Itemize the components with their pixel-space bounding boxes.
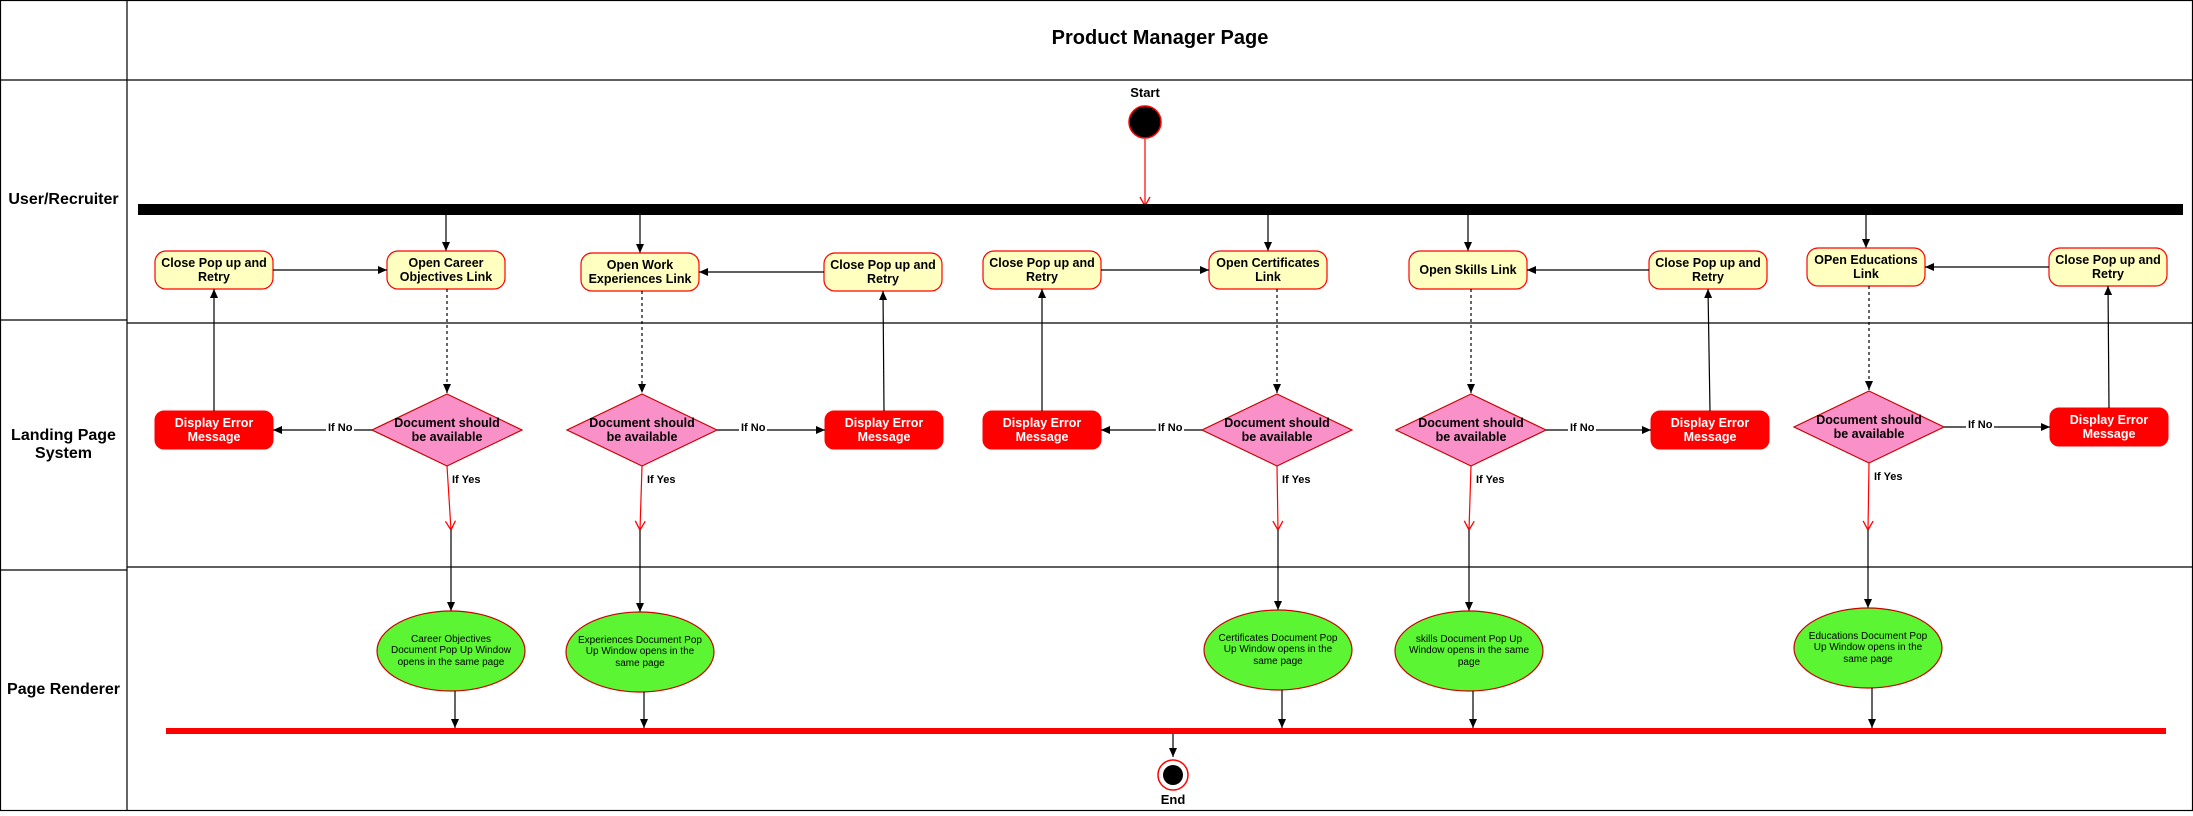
result-node xyxy=(1203,609,1353,691)
decision-label: Document should be available xyxy=(394,415,500,444)
open-link-label: Open Certificates Link xyxy=(1216,255,1320,284)
fork-bar xyxy=(138,204,2183,215)
guard-no-label: If No xyxy=(326,422,355,435)
open-link-label: OPen Educations Link xyxy=(1814,252,1918,281)
result-label: Experiences Document Pop Up Window opens… xyxy=(578,634,702,669)
page-title: Product Manager Page xyxy=(1051,27,1269,49)
decision-yes-arrow xyxy=(1862,462,1874,532)
error-label: Display Error Message xyxy=(844,415,924,444)
retry-label: Close Pop up and Retry xyxy=(1655,255,1761,284)
result-label: Certificates Document Pop Up Window open… xyxy=(1218,632,1338,667)
start-label: Start xyxy=(1130,85,1160,100)
error-label: Display Error Message xyxy=(1670,415,1750,444)
guard-yes-label: If Yes xyxy=(1872,471,1905,484)
result-label: skills Document Pop Up Window opens in t… xyxy=(1408,633,1530,668)
open-link-label: Open Skills Link xyxy=(1419,262,1517,277)
decision-yes-arrow xyxy=(1463,465,1475,532)
retry-label: Close Pop up and Retry xyxy=(989,255,1095,284)
guard-yes-label: If Yes xyxy=(450,474,483,487)
error-to-retry-arrow xyxy=(1704,288,1713,412)
error-to-retry-arrow xyxy=(2104,285,2113,409)
error-label: Display Error Message xyxy=(2069,412,2149,441)
result-node xyxy=(376,610,526,692)
result-label: Educations Document Pop Up Window opens … xyxy=(1808,630,1928,665)
guard-yes-label: If Yes xyxy=(645,474,678,487)
error-to-retry-arrow xyxy=(879,290,888,412)
guard-no-label: If No xyxy=(1568,422,1597,435)
result-node xyxy=(1793,607,1943,689)
end-node-inner xyxy=(1163,765,1183,785)
guard-yes-label: If Yes xyxy=(1474,474,1507,487)
open-link-label: Open Work Experiences Link xyxy=(588,257,692,286)
start-node xyxy=(1128,105,1162,139)
lane-label-user-recruiter: User/Recruiter xyxy=(8,190,119,208)
result-label: Career Objectives Document Pop Up Window… xyxy=(390,633,512,668)
open-link-label: Open Career Objectives Link xyxy=(399,255,493,284)
error-label: Display Error Message xyxy=(1002,415,1082,444)
decision-yes-arrow xyxy=(1272,465,1284,532)
guard-yes-label: If Yes xyxy=(1280,474,1313,487)
retry-label: Close Pop up and Retry xyxy=(830,257,936,286)
decision-label: Document should be available xyxy=(1224,415,1330,444)
decision-yes-arrow xyxy=(634,465,646,532)
lane-label-landing-page-system: Landing Page System xyxy=(11,426,116,462)
decision-yes-arrow xyxy=(444,465,457,532)
join-bar xyxy=(166,728,2166,734)
guard-no-label: If No xyxy=(1156,422,1185,435)
decision-label: Document should be available xyxy=(589,415,695,444)
result-node xyxy=(1394,610,1544,692)
error-label: Display Error Message xyxy=(174,415,254,444)
guard-no-label: If No xyxy=(1966,419,1995,432)
decision-label: Document should be available xyxy=(1816,412,1922,441)
lane-label-page-renderer: Page Renderer xyxy=(7,681,120,699)
end-label: End xyxy=(1160,792,1186,807)
retry-label: Close Pop up and Retry xyxy=(2055,252,2161,281)
retry-label: Close Pop up and Retry xyxy=(161,255,267,284)
result-node xyxy=(565,611,715,693)
decision-label: Document should be available xyxy=(1418,415,1524,444)
guard-no-label: If No xyxy=(739,422,768,435)
